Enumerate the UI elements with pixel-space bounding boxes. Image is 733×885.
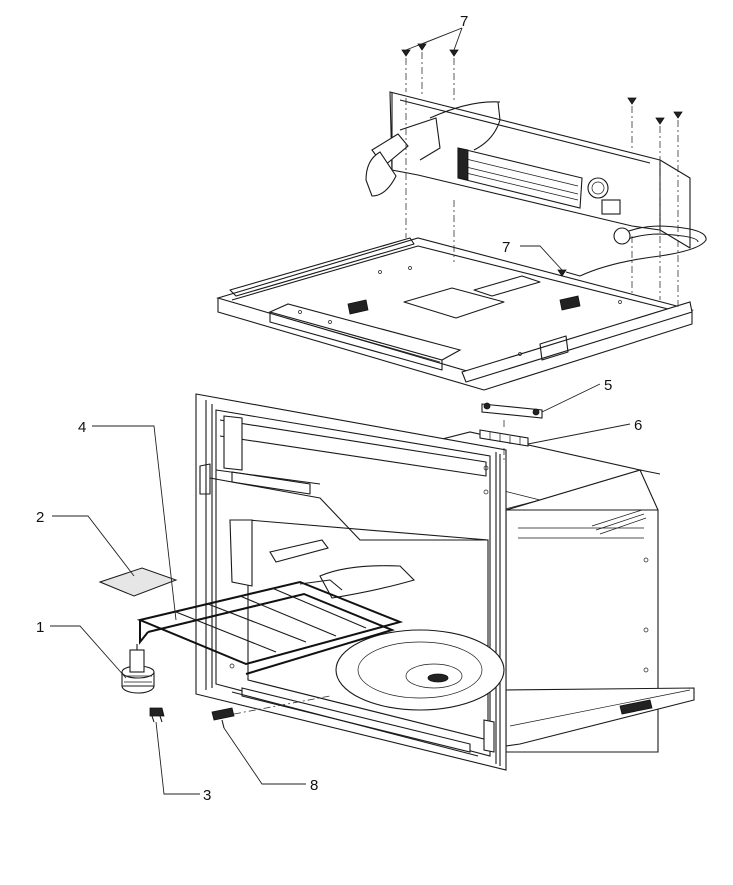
part-1-motor [121, 644, 155, 694]
callout-3: 3 [203, 787, 211, 804]
callout-6: 6 [634, 417, 642, 434]
part-8-coupler [211, 695, 331, 729]
leader-lines [50, 27, 631, 795]
callout-8: 8 [310, 777, 318, 794]
callout-7-top: 7 [460, 13, 468, 30]
callout-1: 1 [36, 619, 44, 636]
callout-7-middle: 7 [502, 239, 510, 256]
control-panel-assembly [365, 91, 707, 277]
part-2-pad [98, 567, 178, 597]
oven-cavity-assembly [195, 393, 695, 771]
screws-top [401, 43, 683, 310]
callout-4: 4 [78, 419, 86, 436]
callout-5: 5 [604, 377, 612, 394]
callout-2: 2 [36, 509, 44, 526]
top-mounting-plate [216, 237, 694, 391]
callout-labels: 7 7 5 6 4 2 1 3 8 [36, 13, 642, 804]
oven-rack [136, 579, 404, 675]
part-5-6-brackets [479, 402, 543, 462]
part-3-clip [149, 707, 165, 723]
